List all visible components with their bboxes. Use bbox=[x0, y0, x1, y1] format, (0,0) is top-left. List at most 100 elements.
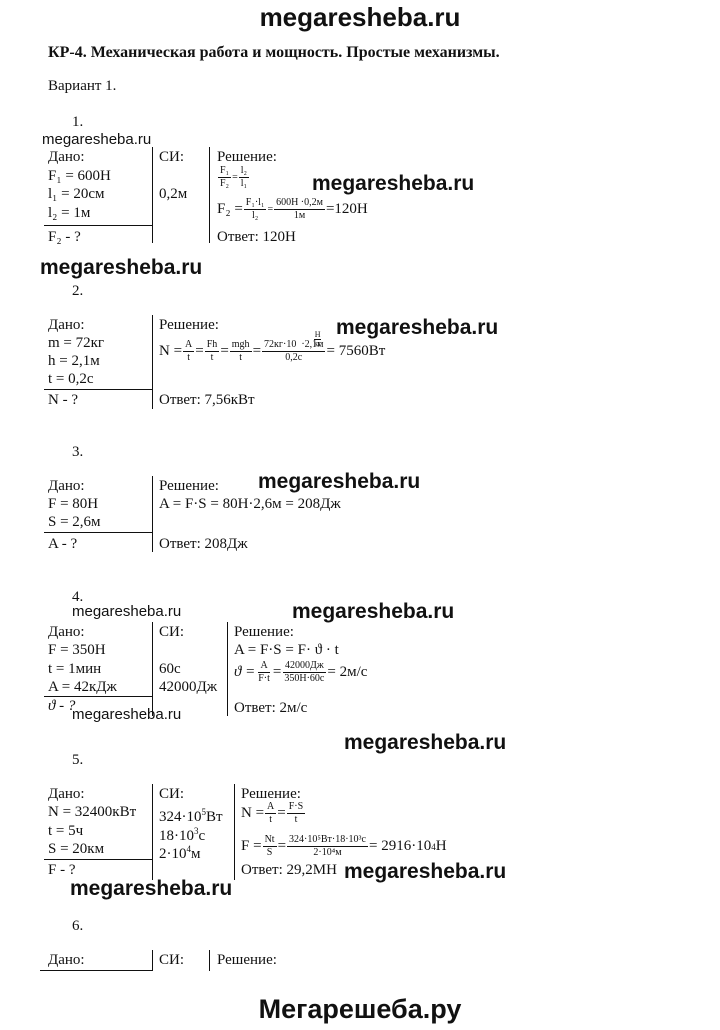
given-value: t = 5ч bbox=[48, 823, 84, 839]
watermark-mid: megaresheba.ru bbox=[258, 470, 421, 493]
given-value: N = 32400кВт bbox=[48, 804, 137, 820]
numerator: 72кг·10 ·2,1м bbox=[262, 339, 326, 352]
given-label: Дано: bbox=[48, 478, 85, 494]
problem-1-number: 1. bbox=[72, 114, 84, 130]
si-label: СИ: bbox=[159, 786, 185, 802]
denominator: 350Н·60с bbox=[284, 673, 325, 684]
denominator: 0,2с bbox=[285, 352, 303, 363]
denominator: F·t bbox=[258, 673, 270, 684]
watermark-header[interactable]: megaresheba.ru bbox=[259, 2, 461, 32]
given-label: Дано: bbox=[48, 786, 85, 802]
page-title: КР-4. Механическая работа и мощность. Пр… bbox=[48, 44, 500, 61]
solution-label: Решение: bbox=[234, 624, 294, 640]
si-value: 324·105Вт bbox=[159, 804, 223, 826]
denominator: 2·10⁴м bbox=[313, 847, 342, 858]
numerator: F₁ bbox=[218, 165, 232, 178]
solution-label: Решение: bbox=[159, 317, 219, 333]
given-label: Дано: bbox=[48, 149, 85, 165]
divider bbox=[152, 950, 153, 971]
divider bbox=[44, 532, 152, 533]
numerator: 42000Дж bbox=[283, 660, 326, 673]
numerator: F·S bbox=[286, 801, 306, 814]
si-exponent: 3 bbox=[194, 826, 199, 836]
given-value: m = 72кг bbox=[48, 335, 105, 351]
si-value: 2·104м bbox=[159, 841, 201, 863]
formula-result: =120Н bbox=[325, 201, 368, 217]
si-label: СИ: bbox=[159, 952, 185, 968]
si-value: 0,2м bbox=[159, 186, 188, 202]
denominator: l₁ bbox=[240, 178, 247, 189]
given-value: A = 42кДж bbox=[48, 679, 117, 695]
solution-label: Решение: bbox=[159, 478, 219, 494]
si-value: 18·103с bbox=[159, 823, 205, 845]
find-value: F₂ - ? bbox=[48, 229, 81, 245]
numerator: Nt bbox=[262, 834, 277, 847]
given-value: F₁ = 600Н bbox=[48, 168, 111, 184]
si-label: СИ: bbox=[159, 624, 185, 640]
problem-4-number: 4. bbox=[72, 589, 84, 605]
si-exponent: 5 bbox=[201, 807, 207, 817]
numerator: A bbox=[265, 801, 277, 814]
formula-lhs: F = bbox=[241, 838, 262, 854]
formula-lhs: F₂ = bbox=[217, 201, 243, 217]
find-value: ϑ - ? bbox=[48, 698, 76, 714]
formula-lhs: N = bbox=[159, 343, 183, 359]
si-unit: м bbox=[191, 846, 201, 862]
unit-fraction: Н bbox=[314, 330, 322, 340]
answer: Ответ: 2м/с bbox=[234, 700, 308, 716]
watermark-mid: megaresheba.ru bbox=[40, 256, 203, 279]
footer-brand[interactable]: Мегарешеба.ру bbox=[258, 994, 462, 1024]
divider bbox=[44, 859, 152, 860]
formula-result: = 2916·10 bbox=[368, 838, 432, 854]
numerator: Fh bbox=[204, 339, 220, 352]
problem-2-number: 2. bbox=[72, 283, 84, 299]
exponent: 4 bbox=[431, 841, 436, 852]
unit-fraction: кг bbox=[314, 339, 322, 348]
numerator: mgh bbox=[229, 339, 252, 352]
work-formula: A = F·S = 80Н·2,6м = 208Дж bbox=[159, 496, 341, 512]
given-value: S = 2,6м bbox=[48, 514, 101, 530]
si-exponent: 4 bbox=[186, 844, 192, 854]
denominator: t bbox=[269, 814, 273, 825]
denominator: t bbox=[239, 352, 243, 363]
solution-label: Решение: bbox=[241, 786, 301, 802]
given-value: F = 80Н bbox=[48, 496, 99, 512]
find-value: A - ? bbox=[48, 536, 78, 552]
given-value: l₁ = 20см bbox=[48, 186, 105, 202]
formula-result: = 2м/с bbox=[327, 664, 368, 680]
si-value: 60с bbox=[159, 661, 181, 677]
watermark-mid: megaresheba.ru bbox=[312, 172, 475, 195]
formula-lhs: N = bbox=[241, 805, 265, 821]
denominator: 1м bbox=[293, 210, 306, 221]
watermark-small: megaresheba.ru bbox=[72, 603, 182, 620]
solution-label: Решение: bbox=[217, 149, 277, 165]
answer: Ответ: 7,56кВт bbox=[159, 392, 255, 408]
divider bbox=[40, 970, 152, 971]
si-base: 2·10 bbox=[159, 846, 187, 862]
find-value: F - ? bbox=[48, 862, 76, 878]
divider bbox=[234, 784, 235, 880]
given-value: F = 350Н bbox=[48, 642, 106, 658]
watermark-mid: megaresheba.ru bbox=[344, 860, 507, 883]
divider bbox=[227, 622, 228, 716]
denominator: t bbox=[294, 814, 298, 825]
denominator: t bbox=[210, 352, 214, 363]
formula-lhs: ϑ = bbox=[234, 664, 256, 680]
si-label: СИ: bbox=[159, 149, 185, 165]
problem-6-number: 6. bbox=[72, 918, 84, 934]
divider bbox=[152, 784, 153, 880]
divider bbox=[152, 476, 153, 552]
given-value: t = 1мин bbox=[48, 661, 102, 677]
answer: Ответ: 120Н bbox=[217, 229, 296, 245]
divider bbox=[209, 147, 210, 243]
given-label: Дано: bbox=[48, 952, 85, 968]
watermark-small: megaresheba.ru bbox=[72, 706, 182, 723]
denominator: l₂ bbox=[251, 210, 259, 221]
variant-label: Вариант 1. bbox=[48, 78, 117, 94]
formula-unit: Н bbox=[435, 838, 447, 854]
